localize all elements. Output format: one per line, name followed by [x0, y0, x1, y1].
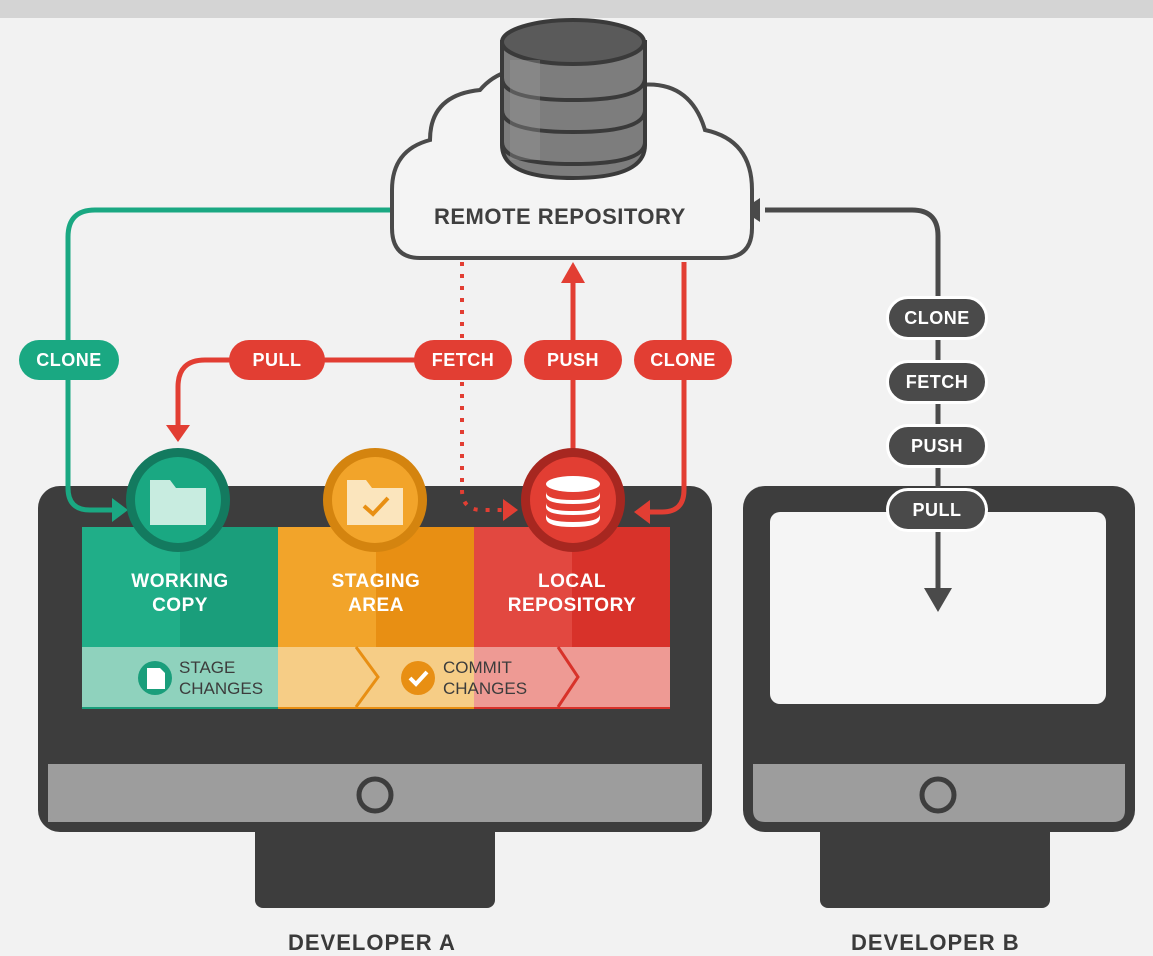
developer-b-monitor [743, 486, 1135, 908]
developer-b-power-button [919, 776, 957, 814]
pull-connector [166, 357, 460, 442]
developer-b-label: DEVELOPER B [851, 930, 1020, 955]
developer-b-push-pill: PUSH [886, 424, 988, 468]
developer-a-power-button [356, 776, 394, 814]
developer-b-pull-pill: PULL [886, 488, 988, 532]
commit-changes-line1: COMMIT [443, 658, 512, 677]
commit-changes-line2: CHANGES [443, 679, 528, 698]
staging-area-line2: AREA [348, 595, 404, 616]
staging-area-line1: STAGING [331, 571, 421, 592]
push-pill: PUSH [524, 340, 622, 380]
working-copy-label: WORKING COPY [82, 570, 278, 618]
local-repository-line1: LOCAL [538, 571, 606, 592]
stage-changes-label: STAGE CHANGES [179, 657, 263, 699]
remote-repository-label: REMOTE REPOSITORY [434, 204, 686, 229]
folder-icon [126, 448, 230, 552]
fetch-pill: FETCH [414, 340, 512, 380]
local-repository-label: LOCAL REPOSITORY [474, 570, 670, 618]
staging-area-label: STAGING AREA [278, 570, 474, 618]
clone-red-pill: CLONE [634, 340, 732, 380]
pull-pill: PULL [229, 340, 325, 380]
developer-a-label: DEVELOPER A [288, 930, 456, 955]
clone-red-connector [634, 262, 687, 524]
developer-b-fetch-pill: FETCH [886, 360, 988, 404]
checked-folder-icon [323, 448, 427, 552]
window-top-bar [0, 0, 1153, 18]
developer-b-clone-pill: CLONE [886, 296, 988, 340]
check-circle-icon [401, 661, 435, 695]
developer-a-zones [82, 527, 670, 709]
document-icon [138, 661, 172, 695]
working-copy-line1: WORKING [131, 571, 229, 592]
database-icon [500, 18, 647, 181]
working-copy-line2: COPY [152, 595, 208, 616]
local-repository-line2: REPOSITORY [507, 595, 637, 616]
local-database-icon [521, 448, 625, 552]
fetch-connector [460, 262, 518, 521]
clone-green-pill: CLONE [19, 340, 119, 380]
commit-changes-label: COMMIT CHANGES [443, 657, 527, 699]
stage-changes-line1: STAGE [179, 658, 236, 677]
stage-changes-line2: CHANGES [179, 679, 264, 698]
